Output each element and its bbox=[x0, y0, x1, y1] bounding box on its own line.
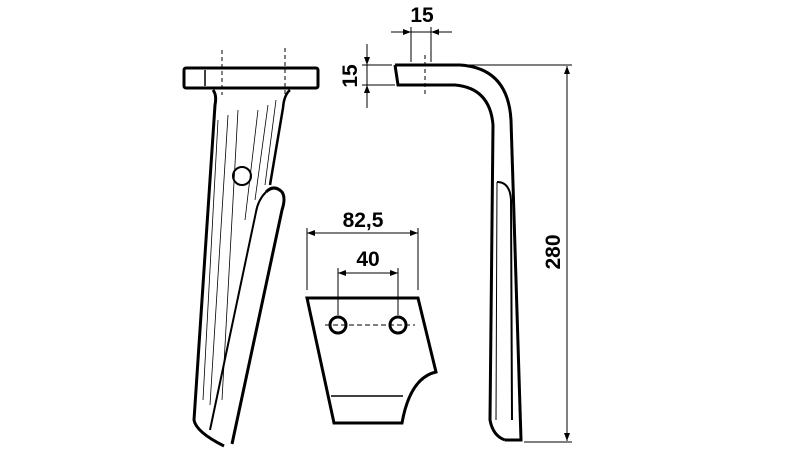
dim-label-bracket-width: 15 bbox=[410, 4, 434, 27]
plate-view bbox=[305, 296, 438, 425]
dim-label-bracket-thickness: 15 bbox=[339, 64, 362, 88]
dimension-lines bbox=[306, 27, 572, 443]
tine-side-view bbox=[393, 55, 523, 442]
dim-label-tine-height: 280 bbox=[542, 234, 565, 269]
tine-front-view bbox=[182, 48, 320, 448]
dim-label-plate-width: 82,5 bbox=[343, 209, 384, 232]
dim-label-hole-spacing: 40 bbox=[356, 248, 379, 271]
